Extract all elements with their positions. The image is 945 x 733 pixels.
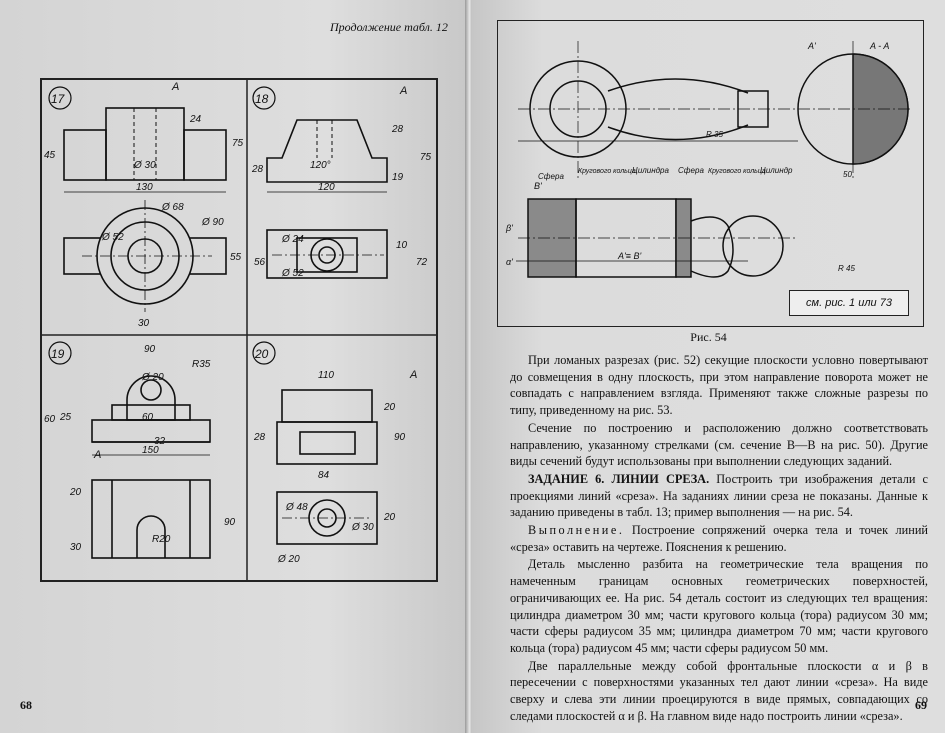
fig-label-50: 50 — [843, 170, 852, 179]
cell-17-dim-d68: Ø 68 — [161, 202, 184, 213]
cell-17-dim-d30: Ø 30 — [133, 160, 156, 171]
cell-17-dim-d52: Ø 52 — [101, 232, 124, 243]
fig-label-ring-2: Кругового кольца — [708, 168, 766, 175]
right-page: A - A R 35 50 Сфера Кругового кольца Цил… — [472, 0, 945, 733]
cell-17: 17 130 Ø 30 45 75 24 A Ø 68 — [44, 81, 244, 329]
left-page: Продолжение табл. 12 17 130 Ø 30 45 75 2… — [0, 0, 467, 733]
fig-label-alpha: α' — [506, 257, 513, 267]
cell-17-number: 17 — [51, 92, 66, 106]
cell-20-dim-d48: Ø 48 — [285, 502, 308, 513]
cell-17-dim-130: 130 — [136, 182, 153, 193]
cell-20-section-mark: A — [409, 369, 417, 381]
table-continuation-header: Продолжение табл. 12 — [330, 20, 448, 34]
paragraph-4: Две параллельные между собой фронтальные… — [510, 658, 928, 723]
fig-label-beta: β' — [505, 223, 513, 233]
fig-label-b1: B' — [534, 181, 542, 191]
cell-18-number: 18 — [255, 92, 269, 106]
cell-18-section-mark: A — [399, 85, 407, 97]
cell-17-section-mark: A — [171, 81, 179, 93]
fig-label-r35: R 35 — [706, 130, 723, 139]
cell-18-dim-120deg: 120° — [310, 160, 331, 171]
book-gutter — [465, 0, 474, 733]
fig-label-r45: R 45 — [838, 264, 855, 273]
cell-17-dim-45: 45 — [44, 150, 56, 161]
fig-label-sfera-2: Сфера — [678, 166, 704, 175]
cell-19-dim-30: 30 — [70, 542, 82, 553]
task-paragraph: ЗАДАНИЕ 6. ЛИНИИ СРЕЗА. Построить три из… — [510, 471, 928, 521]
cell-18-dim-56: 56 — [254, 257, 266, 268]
figure-caption: Рис. 54 — [690, 330, 727, 344]
cell-17-dim-30: 30 — [138, 318, 150, 329]
execution-lead: Выполнение. — [528, 523, 625, 538]
cell-18-dim-19: 19 — [392, 172, 404, 183]
cell-19-dim-32: 32 — [154, 436, 166, 447]
execution-paragraph: Выполнение. Построение сопряжений очерка… — [510, 522, 928, 555]
cell-20-number: 20 — [254, 347, 269, 361]
cell-18: 18 120° 28 75 28 19 120 A Ø 24 Ø 52 — [251, 85, 432, 279]
cell-17-dim-d90: Ø 90 — [201, 217, 224, 228]
execution-text: Построение сопряжений очерка тела и точе… — [510, 523, 928, 554]
cell-17-dim-24: 24 — [189, 114, 202, 125]
cell-20-dim-d30: Ø 30 — [351, 522, 374, 533]
cell-20-dim-110: 110 — [318, 370, 334, 381]
page-number-right: 69 — [915, 698, 927, 712]
fig-label-aa: A - A — [869, 41, 889, 51]
drawing-table-svg: 17 130 Ø 30 45 75 24 A Ø 68 — [42, 80, 436, 580]
cell-20-dim-20b: 20 — [383, 512, 396, 523]
cell-20-dim-20: 20 — [383, 402, 396, 413]
cell-19-dim-20: 20 — [69, 487, 82, 498]
figure-54: A - A R 35 50 Сфера Кругового кольца Цил… — [497, 20, 924, 327]
fig-label-ring-1: Кругового кольца — [578, 168, 636, 175]
task-text: Построить три изображения детали с проек… — [510, 471, 928, 520]
cell-19-section-mark: A — [93, 449, 101, 461]
fig-label-a1: A' — [807, 41, 816, 51]
cell-18-dim-72: 72 — [416, 257, 428, 268]
cell-20-dim-90: 90 — [394, 432, 406, 443]
page-number-left: 68 — [20, 698, 32, 712]
cell-19: 19 90 R35 Ø 20 60 32 150 60 25 A — [44, 341, 236, 559]
fig-label-ab: A'≡ B' — [617, 251, 641, 261]
fig-label-cyl-2: Цилиндр — [760, 166, 793, 175]
cell-20-dim-d20: Ø 20 — [277, 554, 300, 565]
cell-18-dim-d52: Ø 52 — [281, 268, 304, 279]
cell-20: 20 110 20 90 28 84 A Ø 48 Ø 30 20 Ø 20 — [252, 341, 417, 565]
cell-19-dim-r20: R20 — [152, 534, 171, 545]
fig-label-cyl-1: Цилиндра — [632, 166, 670, 175]
cell-19-dim-60b: 60 — [44, 414, 56, 425]
cell-20-dim-84: 84 — [318, 470, 330, 481]
cell-19-dim-150: 150 — [142, 445, 159, 456]
cell-18-dim-d24: Ø 24 — [281, 234, 304, 245]
paragraph-3: Деталь мысленно разбита на геометрически… — [510, 557, 928, 655]
cell-17-dim-55: 55 — [230, 252, 242, 263]
body-text: При ломаных разрезах (рис. 52) секущие п… — [510, 352, 928, 725]
cell-18-dim-28: 28 — [391, 124, 404, 135]
task-title: ЗАДАНИЕ 6. ЛИНИИ СРЕЗА. — [528, 471, 710, 486]
cell-20-dim-28: 28 — [253, 432, 266, 443]
paragraph-2: Сечение по построению и расположению дол… — [510, 420, 928, 469]
cell-18-dim-10: 10 — [396, 240, 408, 251]
paragraph-1: При ломаных разрезах (рис. 52) секущие п… — [510, 353, 928, 418]
cell-19-dim-90b: 90 — [224, 517, 236, 528]
cell-17-dim-75: 75 — [232, 138, 244, 149]
cell-19-number: 19 — [51, 347, 65, 361]
cell-19-dim-60: 60 — [142, 412, 154, 423]
cell-19-dim-r35: R35 — [192, 359, 211, 370]
cell-18-dim-28b: 28 — [251, 164, 264, 175]
cell-19-dim-90: 90 — [144, 344, 156, 355]
cell-18-dim-120: 120 — [318, 182, 335, 193]
figure-stamp: см. рис. 1 или 73 — [789, 290, 909, 316]
drawing-table: 17 130 Ø 30 45 75 24 A Ø 68 — [40, 78, 438, 582]
cell-19-dim-d20: Ø 20 — [141, 372, 164, 383]
cell-19-dim-25: 25 — [59, 412, 72, 423]
cell-18-dim-75: 75 — [420, 152, 432, 163]
fig-label-sfera-1: Сфера — [538, 172, 564, 181]
figure-54-drawing: A - A R 35 50 Сфера Кругового кольца Цил… — [505, 41, 913, 278]
